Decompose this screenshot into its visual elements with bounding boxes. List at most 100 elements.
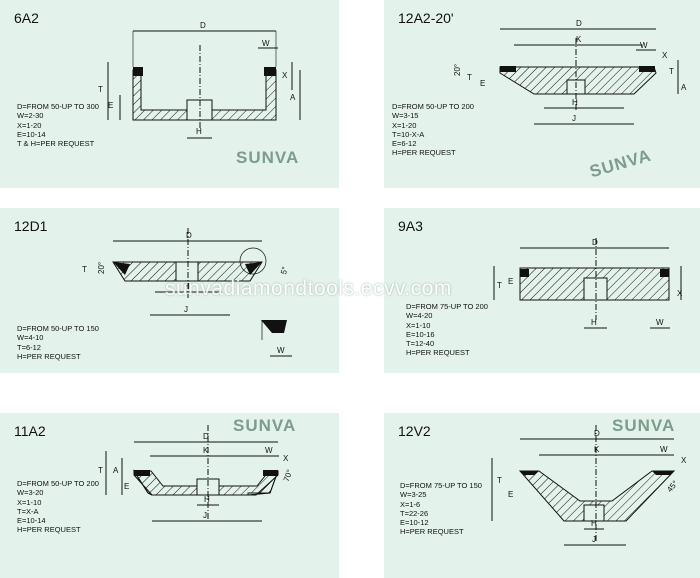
dim-w: W [640,41,648,50]
dim-w: W [656,318,664,327]
brand-logo: SUNVA [236,148,300,167]
spec-line: D=FROM 75-UP TO 200 [406,302,488,311]
dim-e: E [508,490,513,499]
spec-line: D=FROM 75-UP TO 150 [400,481,482,490]
spec-list: D=FROM 75-UP TO 200 W=4-20 X=1-10 E=10-1… [406,302,488,358]
diagram-9a3: D X T E H W [493,238,683,329]
dim-angle: 20° [453,64,462,76]
panel-9a3: 9A3 D X T E H W D=FROM 75-UP TO 200 W=4-… [384,208,700,373]
spec-line: X=1-20 [392,120,417,130]
panel-title: 12D1 [14,218,48,234]
panel-title: 11A2 [14,423,46,439]
dim-e: E [508,277,513,286]
spec-line: T=12-40 [406,339,435,349]
spec-line: W=4-10 [17,333,44,343]
panel-12v2: 12V2 D K W X 45° T E H J D=FROM 75-UP TO… [384,413,700,578]
spec-line: W=4-20 [406,311,433,321]
dim-k: K [576,35,582,44]
dim-x: X [662,51,668,60]
spec-line: E=10-16 [406,329,435,339]
spec-line: T=X-A [17,506,39,516]
dim-d: D [576,19,582,28]
dim-w: W [277,346,285,355]
spec-line: W=2-30 [17,111,44,121]
dim-d: D [594,429,600,438]
spec-line: X=1-10 [406,320,431,330]
dim-x: X [681,456,687,465]
spec-list: D=FROM 50-UP TO 300 W=2-30 X=1-20 E=10-1… [17,102,99,148]
brand-logo: SUNVA [612,416,676,435]
spec-line: D=FROM 50-UP TO 200 [392,102,474,111]
dim-angle: 70° [282,468,295,482]
panel-6a2: 6A2 D W X A T E H [0,0,339,188]
diagram-12d1: D 20° T 5° H J W [82,228,292,357]
diagram-12a2: D K W X T A 20° T E H J [453,19,687,125]
dim-x: X [282,71,288,80]
dim-h: H [184,282,190,291]
spec-line: T & H=PER REQUEST [17,139,95,149]
spec-line: T=6-12 [17,342,41,352]
dim-t: T [497,281,502,290]
spec-line: X=1-6 [400,499,421,509]
spec-line: E=10-12 [400,518,429,528]
spec-line: D=FROM 50-UP TO 200 [17,479,99,488]
dim-t: T [98,466,103,475]
dim-x: X [677,289,683,298]
dim-a: A [290,93,296,102]
spec-line: D=FROM 50-UP TO 150 [17,324,99,333]
dim-angle-5: 5° [279,266,290,276]
dim-x: X [283,454,289,463]
dim-j: J [572,114,576,123]
dim-a: A [681,83,687,92]
diagram-12v2: D K W X 45° T E H J [491,425,687,546]
brand-logo: SUNVA [233,416,297,435]
dim-h: H [204,495,210,504]
dim-d: D [186,231,192,240]
spec-line: H=PER REQUEST [17,525,81,535]
spec-line: T=10-X-A [392,129,425,139]
panel-title: 9A3 [398,218,423,234]
dim-e: E [124,482,129,491]
spec-list: D=FROM 50-UP TO 200 W=3-20 X=1-10 T=X-A … [17,479,99,535]
dim-w: W [262,39,270,48]
dim-j: J [184,305,188,314]
spec-list: D=FROM 50-UP TO 150 W=4-10 T=6-12 H=PER … [17,324,99,361]
dim-d: D [592,238,598,247]
spec-line: H=PER REQUEST [406,348,470,358]
spec-line: T=22-26 [400,508,429,518]
dim-k: K [203,446,209,455]
dim-k: K [594,445,600,454]
dim-a: A [113,466,119,475]
dim-angle: 20° [97,262,106,274]
spec-line: E=6-12 [392,139,417,149]
spec-line: X=1-10 [17,497,42,507]
dim-e: E [108,101,113,110]
panel-title: 12A2-20' [398,10,454,26]
dim-h: H [196,127,202,136]
spec-list: D=FROM 50-UP TO 200 W=3-15 X=1-20 T=10-X… [392,102,474,158]
panel-11a2: 11A2 D K W X 70° T A E H J D=FROM 50-UP … [0,413,339,578]
dim-t: T [497,476,502,485]
dim-angle: 45° [665,479,680,494]
dim-j: J [203,511,207,520]
diagram-6a2: D W X A T E H [98,21,301,139]
panel-12d1: 12D1 D 20° T 5° H J W D=FROM 50-UP TO 15… [0,208,339,373]
dim-e: E [480,79,485,88]
dim-t-left: T [467,73,472,82]
dim-w: W [265,446,273,455]
dim-w: W [660,445,668,454]
dim-j: J [592,535,596,544]
spec-line: H=PER REQUEST [400,527,464,537]
watermark: sunvadiamondtools.ecvv.com [165,277,452,300]
spec-line: E=10-14 [17,516,46,526]
dim-t: T [98,85,103,94]
spec-line: W=3-25 [400,490,427,500]
spec-line: D=FROM 50-UP TO 300 [17,102,99,111]
dim-t: T [82,265,87,274]
spec-line: W=3-20 [17,488,44,498]
spec-line: W=3-15 [392,111,419,121]
dim-d: D [200,21,206,30]
dim-d: D [203,432,209,441]
panel-title: 12V2 [398,423,431,439]
dim-h: H [591,318,597,327]
